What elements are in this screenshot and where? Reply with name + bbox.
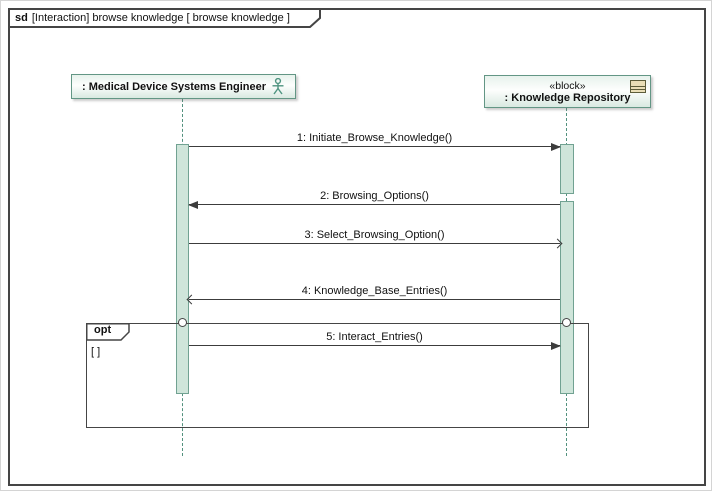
message-browsing-options[interactable]: 2: Browsing_Options() xyxy=(188,189,560,209)
arrowhead-filled-right-icon xyxy=(551,342,561,350)
message-initiate-browse-knowledge[interactable]: 1: Initiate_Browse_Knowledge() xyxy=(189,131,561,151)
arrowhead-filled-right-icon xyxy=(551,143,561,151)
message-line xyxy=(189,146,560,147)
message-interact-entries[interactable]: 5: Interact_Entries() xyxy=(189,330,561,350)
lifeline-head-repository[interactable]: «block» : Knowledge Repository xyxy=(484,75,651,108)
opt-fragment[interactable]: opt [ ] xyxy=(86,323,589,428)
message-label: 1: Initiate_Browse_Knowledge() xyxy=(296,132,453,144)
block-icon-line xyxy=(631,89,645,90)
block-icon xyxy=(630,80,646,93)
engineer-name: : Medical Device Systems Engineer xyxy=(81,80,267,93)
gate-right-icon[interactable] xyxy=(562,318,571,327)
arrowhead-filled-left-icon xyxy=(188,201,198,209)
message-label: 4: Knowledge_Base_Entries() xyxy=(301,285,448,297)
message-line xyxy=(189,299,560,300)
activation-repository-1[interactable] xyxy=(560,144,574,194)
fragment-operator: opt xyxy=(94,324,112,336)
message-label: 5: Interact_Entries() xyxy=(326,331,423,343)
message-line xyxy=(189,204,560,205)
title-keyword: sd xyxy=(15,12,28,24)
message-line xyxy=(189,243,560,244)
lifeline-head-engineer[interactable]: : Medical Device Systems Engineer xyxy=(71,74,296,99)
fragment-operator-tab: opt xyxy=(86,323,130,341)
actor-icon xyxy=(272,78,284,95)
repository-stereotype: «block» xyxy=(549,79,586,92)
diagram-frame xyxy=(8,8,706,486)
activation-repository-2[interactable] xyxy=(560,201,574,394)
diagram-title: sd[Interaction] browse knowledge [ brows… xyxy=(15,10,290,26)
repository-name: : Knowledge Repository xyxy=(504,91,631,104)
block-icon-line xyxy=(631,86,645,87)
message-select-browsing-option[interactable]: 3: Select_Browsing_Option() xyxy=(189,228,563,249)
message-label: 2: Browsing_Options() xyxy=(320,190,429,202)
operator-tab-shape xyxy=(86,323,130,341)
activation-engineer[interactable] xyxy=(176,144,189,394)
title-tab-shape xyxy=(8,8,321,28)
gate-left-icon[interactable] xyxy=(178,318,187,327)
message-label: 3: Select_Browsing_Option() xyxy=(304,229,445,241)
title-label: [Interaction] browse knowledge [ browse … xyxy=(31,12,290,24)
message-knowledge-base-entries[interactable]: 4: Knowledge_Base_Entries() xyxy=(186,284,560,305)
diagram-title-tab[interactable]: sd[Interaction] browse knowledge [ brows… xyxy=(8,8,321,28)
fragment-guard: [ ] xyxy=(91,346,101,358)
message-line xyxy=(189,345,560,346)
